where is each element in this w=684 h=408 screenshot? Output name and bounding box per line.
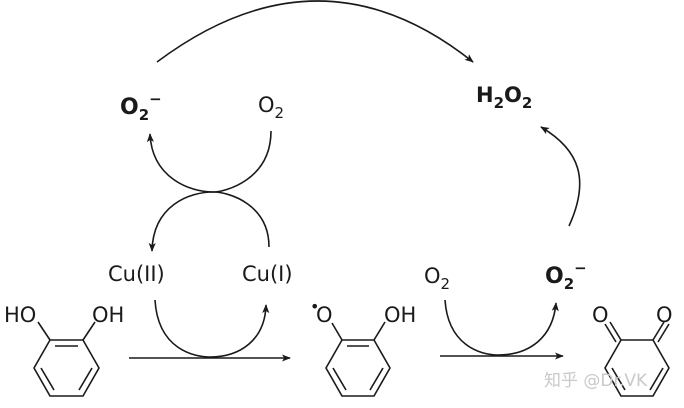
arc-oxygen-to-superoxide-right [444,299,559,356]
quinone-o-left-label: O [592,303,609,327]
quinone-molecule [604,321,670,397]
catechol-ho-label: HO [4,303,36,327]
superoxide-right: O2− [545,259,587,293]
arc-superoxide-to-peroxide [156,0,474,63]
copper-i-label: Cu(I) [242,262,293,286]
hydrogen-peroxide: H2O2 [476,83,532,112]
oxygen-right: O2 [424,264,450,293]
arc-copper-ii-to-copper-i [154,299,270,358]
quinone-o-right-label: O [656,303,673,327]
arc-oxygen-to-superoxide [146,130,272,193]
semiquinone-oh-label: OH [384,303,416,327]
radical-dot: • [310,297,319,316]
catechol-oh-label: OH [92,303,124,327]
semiquinone-molecule [325,321,391,397]
superoxide-left: O2− [120,90,162,124]
catechol-molecule [33,321,100,397]
watermark: 知乎 @Dr.VK [544,371,648,391]
oxygen-left: O2 [258,93,284,122]
arc-copper-i-to-copper-ii [148,191,270,252]
copper-ii-label: Cu(II) [108,262,165,286]
semiquinone-o-label: O [316,303,333,327]
arc-superoxide-right-to-peroxide [540,126,581,227]
